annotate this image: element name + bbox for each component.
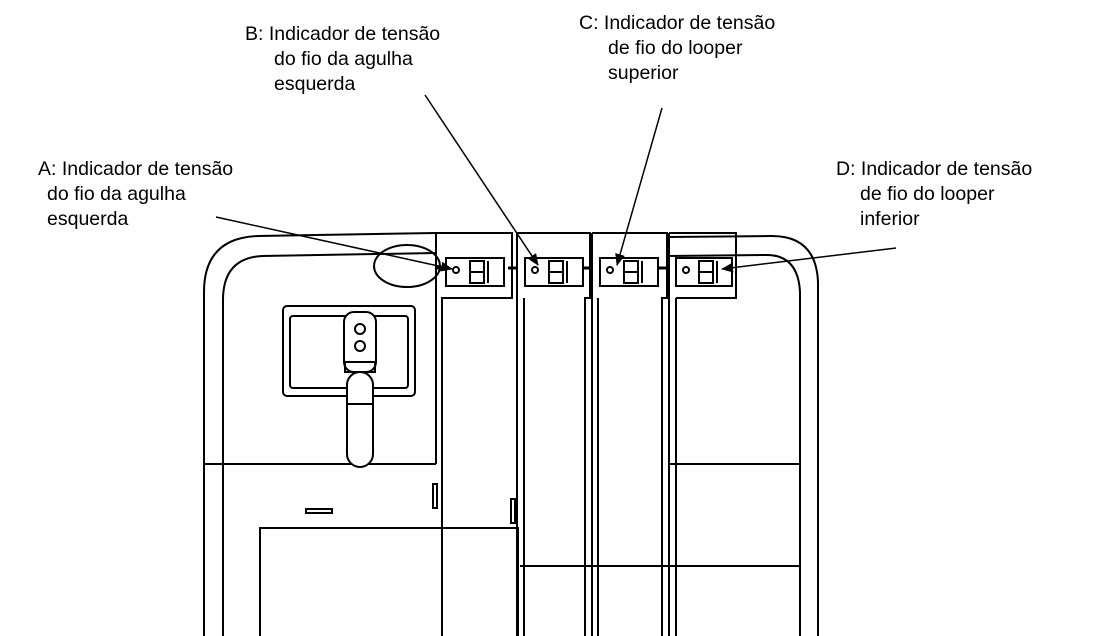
guide-lever-shaft — [346, 371, 374, 468]
small-slot-1 — [305, 508, 333, 514]
column-b-housing — [517, 232, 591, 636]
column-a-housing — [436, 232, 513, 636]
callout-a-line-1: A: Indicador de tensão — [38, 158, 234, 180]
callout-d-line-2: de fio do looper — [860, 183, 995, 205]
callout-a-label: A: Indicador de tensão do fio da agulha … — [38, 157, 233, 232]
tension-dial-b — [524, 257, 584, 287]
callout-d-label: D: Indicador de tensão de fio do looper … — [836, 157, 1032, 232]
column-d-housing — [669, 232, 737, 299]
machine-inner-shell — [222, 252, 437, 636]
callout-c-line-2: de fio do looper — [608, 37, 743, 59]
leader-line-b — [424, 94, 539, 266]
callout-c-line-3: superior — [608, 62, 679, 84]
tension-column-a — [435, 232, 513, 636]
leader-line-c — [615, 107, 663, 266]
tension-dial-a — [445, 257, 505, 287]
callout-d-line-1: D: Indicador de tensão — [836, 158, 1033, 180]
callout-a-line-3: esquerda — [47, 208, 129, 230]
machine-inner-shell-right — [667, 253, 801, 636]
callout-b-line-1: B: Indicador de tensão — [245, 23, 441, 45]
guide-lever-hole-1 — [354, 323, 366, 335]
callout-b-line-3: esquerda — [274, 73, 356, 95]
tension-dial-c — [599, 257, 659, 287]
callout-b-line-2: do fio da agulha — [274, 48, 413, 70]
small-slot-3 — [510, 498, 516, 524]
callout-c-label: C: Indicador de tensão de fio do looper … — [579, 11, 775, 86]
leader-line-d — [721, 247, 897, 273]
callout-a-line-2: do fio da agulha — [47, 183, 186, 205]
machine-outer-shell — [203, 232, 437, 636]
column-c-housing — [592, 232, 668, 636]
tension-columns — [435, 232, 737, 636]
small-slot-2 — [432, 483, 438, 509]
bottom-cutout — [259, 527, 519, 636]
tension-column-d — [658, 232, 737, 636]
callout-b-label: B: Indicador de tensão do fio da agulha … — [245, 22, 440, 97]
tension-column-b — [508, 232, 591, 636]
guide-lever-hole-2 — [354, 340, 366, 352]
machine-body — [203, 232, 819, 636]
machine-outer-shell-right — [667, 234, 819, 636]
callout-c-line-1: C: Indicador de tensão — [579, 12, 776, 34]
thread-guide-window — [282, 305, 416, 468]
leader-lines — [215, 94, 897, 273]
tension-column-c — [582, 232, 668, 636]
leader-line-a — [215, 216, 453, 272]
callout-d-line-3: inferior — [860, 208, 920, 230]
upper-cover-oval — [373, 244, 441, 288]
